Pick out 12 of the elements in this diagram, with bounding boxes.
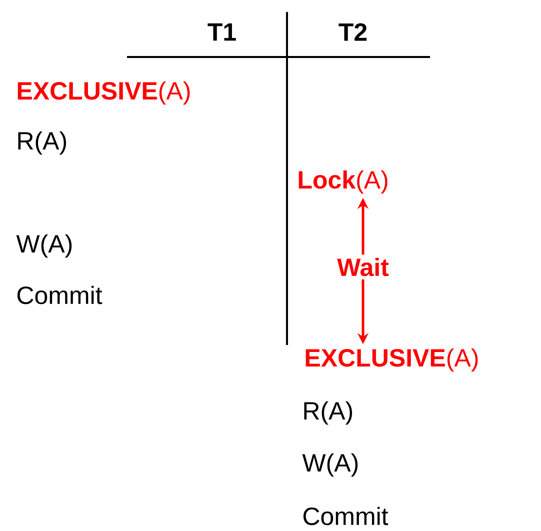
operation-text: R(A)	[304, 401, 352, 425]
operation-text: Lock(A)	[298, 170, 388, 194]
operation-text: R(A)	[18, 131, 66, 155]
column-header: T1	[208, 23, 236, 41]
operation-text: Commit	[17, 286, 102, 304]
column-header: T2	[338, 23, 367, 41]
operation-text: EXCLUSIVE(A)	[306, 348, 478, 372]
operation-text: W(A)	[16, 234, 72, 258]
operation-text: Wait	[337, 258, 389, 276]
operation-text: W(A)	[302, 453, 358, 477]
operation-text: Commit	[303, 506, 388, 526]
operation-text: EXCLUSIVE(A)	[18, 81, 190, 105]
